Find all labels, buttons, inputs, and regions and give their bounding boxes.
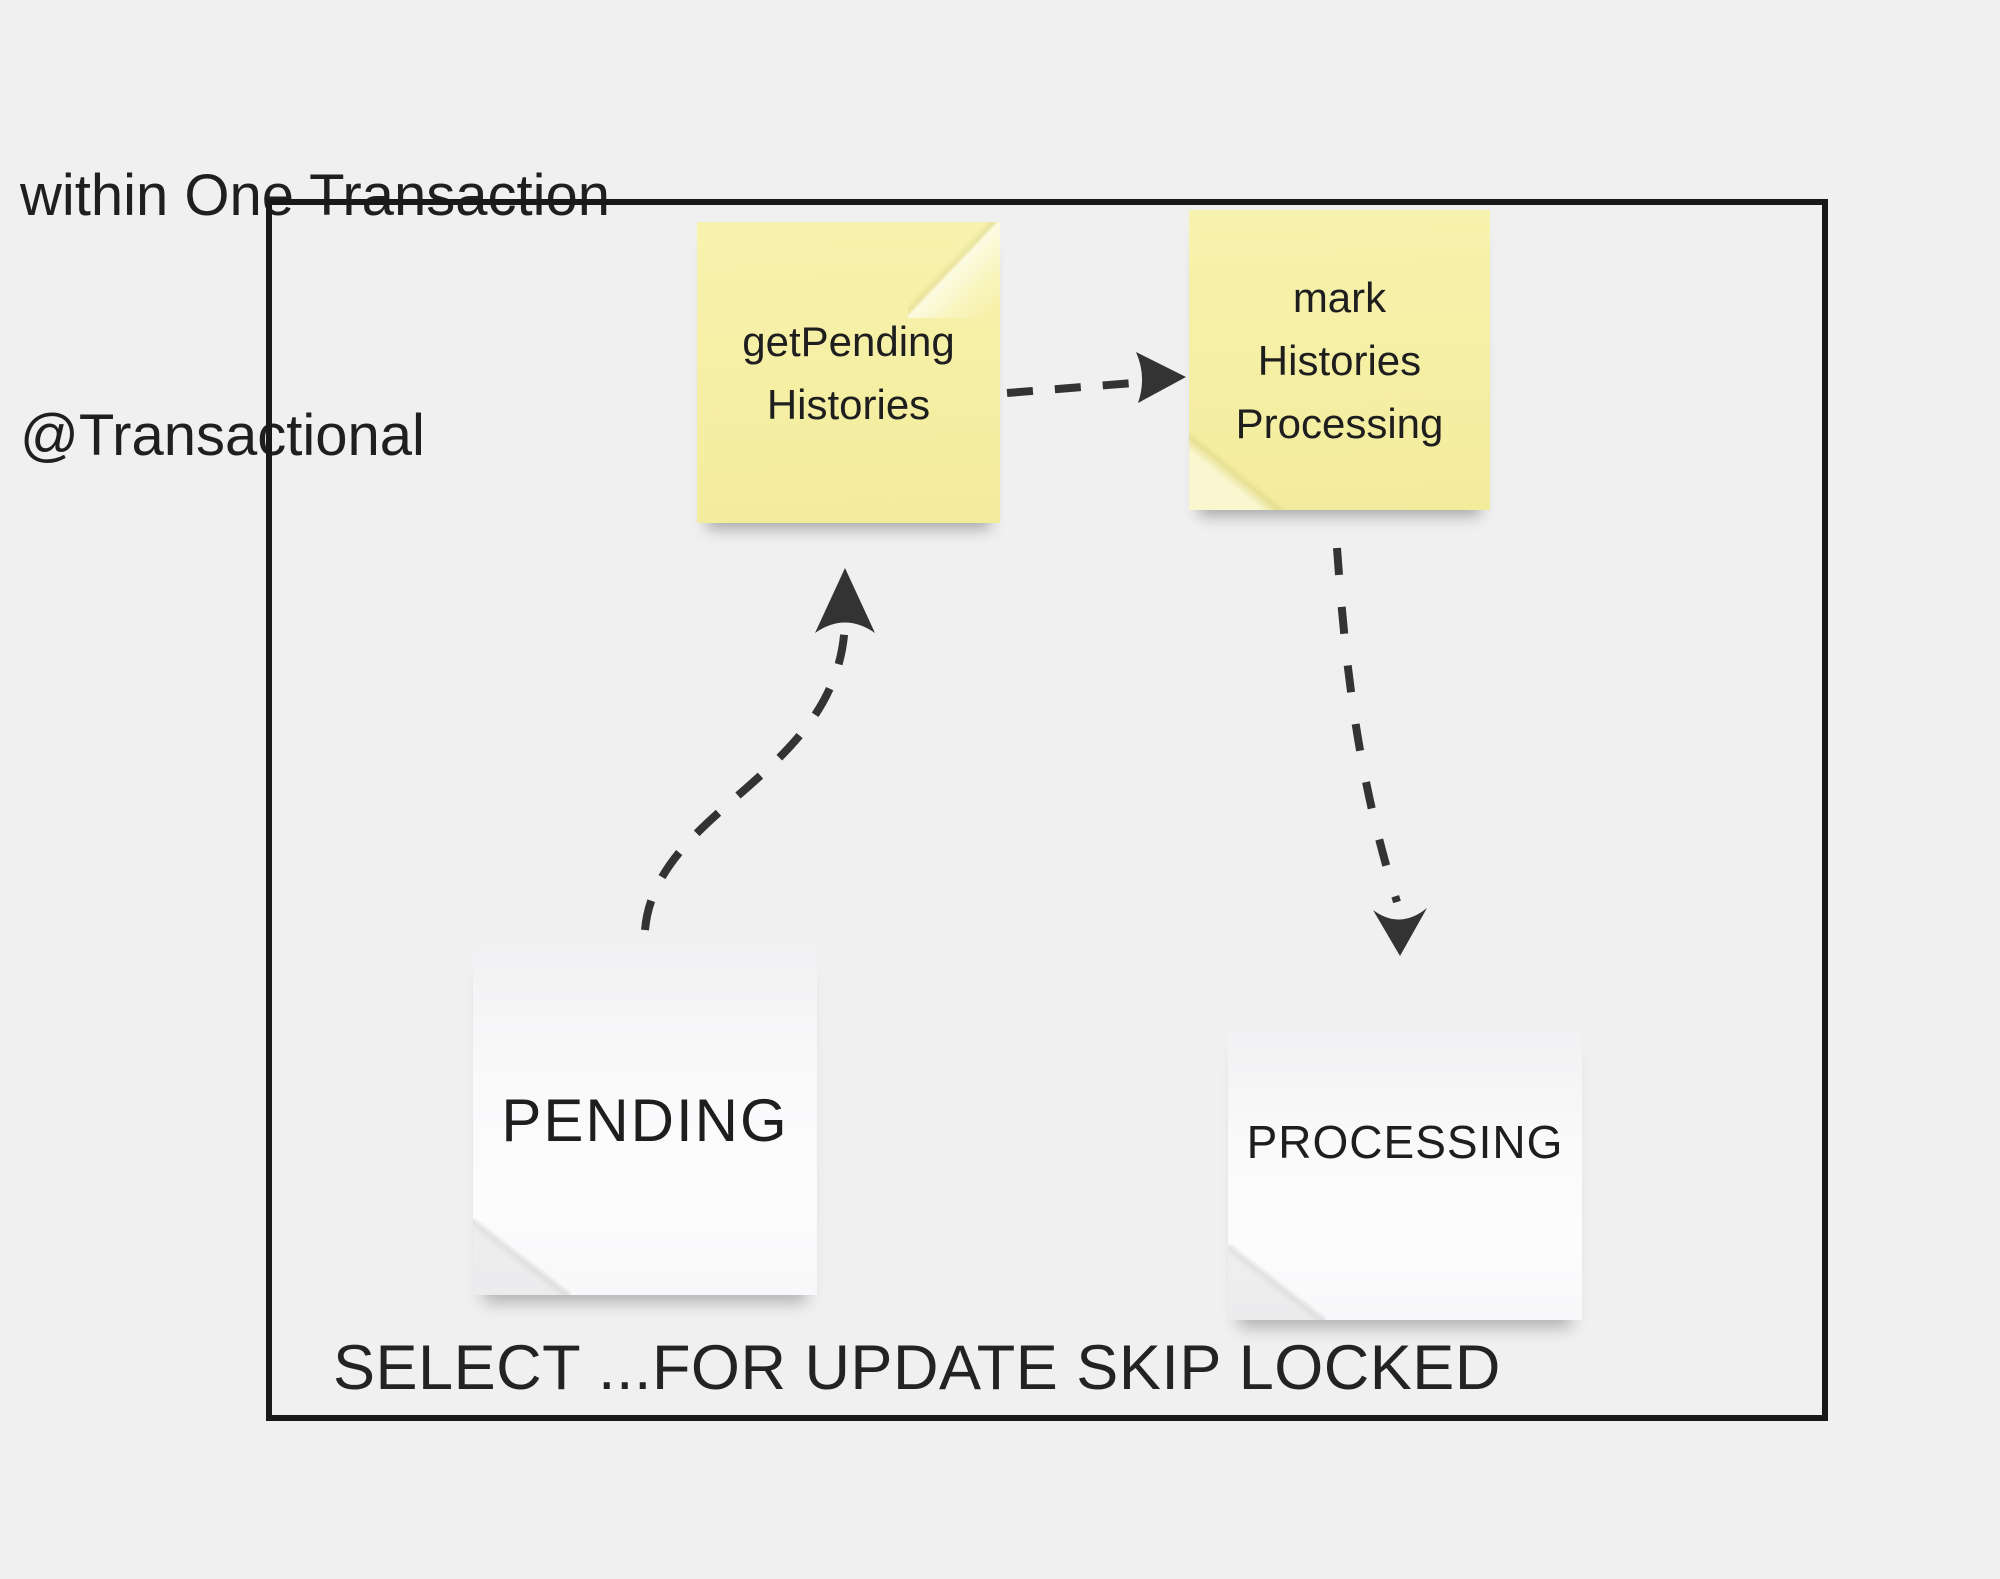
arrow-get-pending-to-mark-processing[interactable]	[1006, 352, 1186, 403]
transaction-boundary-box	[266, 199, 1828, 1421]
folded-corner-icon	[1189, 432, 1285, 510]
folded-corner-icon	[1228, 1244, 1326, 1320]
sticky-note-processing[interactable]: PROCESSING	[1228, 1027, 1582, 1320]
sticky-note-pending[interactable]: PENDING	[473, 945, 817, 1295]
arrow-pending-to-get-pending-histories[interactable]	[641, 568, 875, 931]
arrow-mark-processing-to-processing[interactable]	[1333, 547, 1427, 956]
folded-corner-icon	[473, 1219, 571, 1295]
sticky-note-label: PENDING	[501, 1086, 789, 1154]
sql-label: SELECT ...FOR UPDATE SKIP LOCKED	[333, 1333, 1501, 1403]
title-line-2: @Transactional	[20, 403, 425, 468]
sticky-note-get-pending-histories[interactable]: getPending Histories	[697, 222, 1000, 523]
page-title: within One Transaction @Transactional	[20, 0, 610, 556]
sticky-note-mark-histories-processing[interactable]: mark Histories Processing	[1189, 210, 1490, 510]
title-line-1: within One Transaction	[20, 163, 610, 228]
sticky-note-label: mark Histories Processing	[1235, 273, 1444, 447]
sticky-note-label: getPending Histories	[742, 317, 955, 428]
folded-corner-icon	[908, 222, 1000, 318]
sticky-note-label: PROCESSING	[1246, 1115, 1564, 1168]
